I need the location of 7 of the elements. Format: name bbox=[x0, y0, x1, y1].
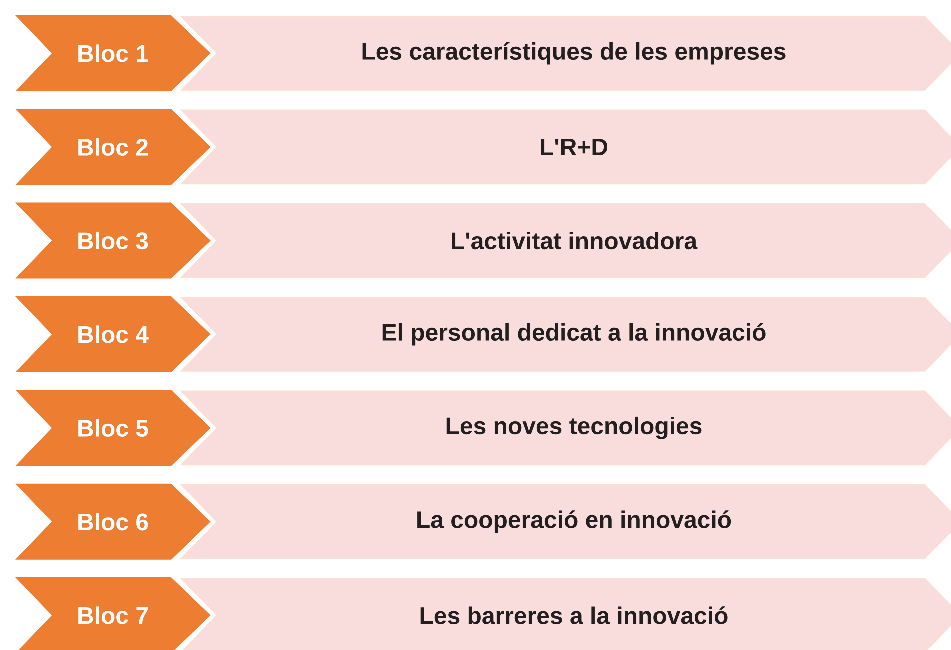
arrow-band: El personal dedicat a la innovació bbox=[180, 297, 951, 372]
arrow-band: Les barreres a la innovació bbox=[180, 578, 951, 650]
arrow-band: La cooperació en innovació bbox=[180, 484, 951, 560]
arrow-band: Les noves tecnologies bbox=[180, 390, 951, 466]
arrow-band: L'R+D bbox=[180, 110, 951, 185]
arrow-band: L'activitat innovadora bbox=[180, 203, 951, 278]
arrow-band: Les característiques de les empreses bbox=[180, 16, 951, 91]
